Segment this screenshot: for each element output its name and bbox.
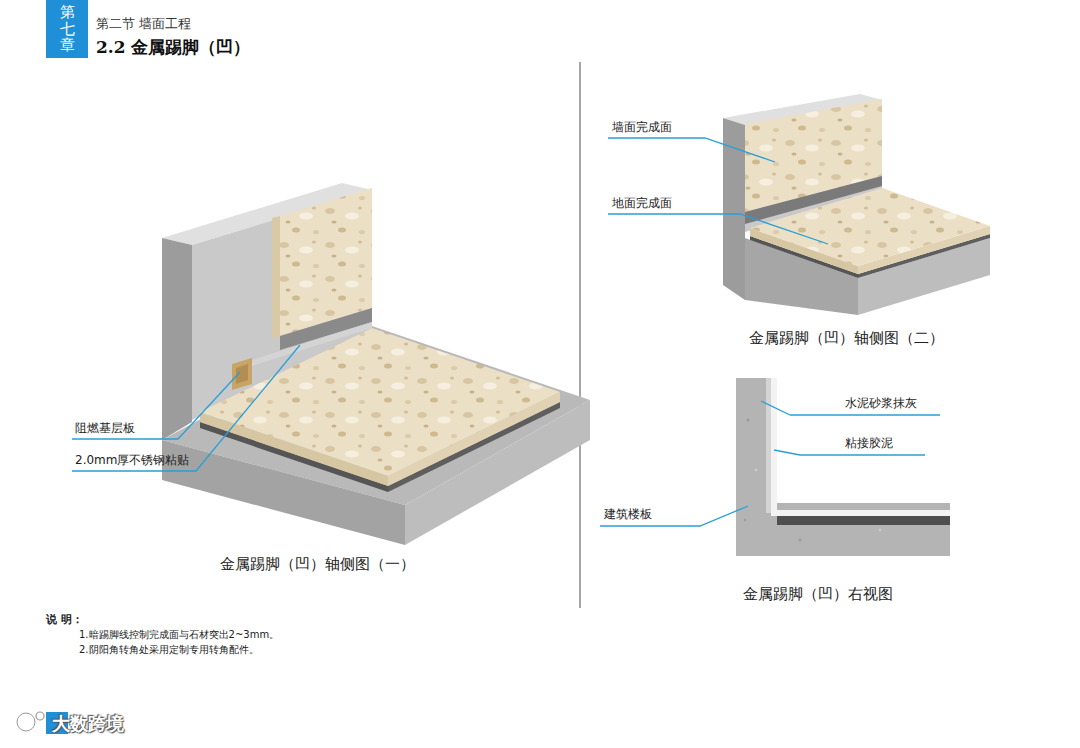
callout-label: 建筑楼板 bbox=[604, 507, 652, 521]
view-caption: 金属踢脚（凹）轴侧图（一） bbox=[220, 555, 415, 573]
callout-label: 2.0mm厚不锈钢粘贴 bbox=[75, 453, 189, 467]
note-text: 2.阴阳角转角处采用定制专用转角配件。 bbox=[79, 644, 259, 656]
divider-line bbox=[579, 62, 581, 608]
section-title: 2.2 金属踢脚（凹） bbox=[96, 37, 251, 57]
callout-label: 地面完成面 bbox=[612, 196, 672, 210]
watermark: 大数跨境 bbox=[52, 713, 124, 735]
callout-label: 阻燃基层板 bbox=[75, 421, 135, 435]
section-view bbox=[600, 378, 950, 556]
chapter-text: 第七章 bbox=[60, 4, 75, 54]
chapter-tab: 第七章 bbox=[46, 0, 88, 58]
axonometric-view-2 bbox=[608, 94, 990, 315]
note-text: 1.暗踢脚线控制完成面与石材突出2~3mm。 bbox=[79, 629, 279, 641]
view-caption: 金属踢脚（凹）右视图 bbox=[743, 585, 893, 603]
watermark-logo bbox=[17, 712, 44, 731]
section-header: 第二节 墙面工程 bbox=[96, 16, 191, 32]
callout-label: 水泥砂浆抹灰 bbox=[845, 396, 917, 410]
axonometric-view-1 bbox=[72, 183, 590, 545]
callout-label: 粘接胶泥 bbox=[845, 436, 893, 450]
note-heading: 说 明： bbox=[46, 613, 83, 626]
view-caption: 金属踢脚（凹）轴侧图（二） bbox=[749, 329, 944, 347]
callout-label: 墙面完成面 bbox=[612, 120, 672, 134]
